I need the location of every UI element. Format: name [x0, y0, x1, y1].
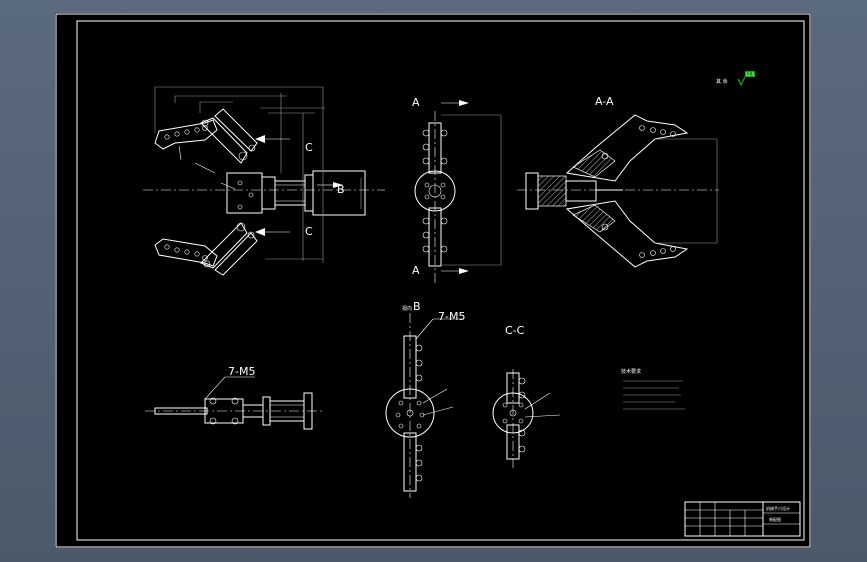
- section-c-top-label: C: [305, 141, 313, 154]
- technical-requirements: 技术要求: [621, 368, 685, 410]
- inner-frame: [76, 20, 805, 541]
- roughness-note: 其 余 12.5: [716, 71, 755, 87]
- side-elevation-view: 7-M5: [145, 365, 325, 430]
- section-aa-view: A-A: [517, 95, 719, 268]
- roughness-note-text: 其 余: [716, 78, 728, 85]
- view-b-title: B: [413, 300, 421, 313]
- view-b-marker: B: [337, 183, 345, 196]
- section-cc-view: C-C: [492, 324, 561, 468]
- drawing-sheet: C C B A A: [55, 13, 811, 548]
- section-a-bottom-label: A: [412, 264, 420, 277]
- roughness-value: 12.5: [746, 72, 755, 77]
- tech-requirements-title: 技术要求: [621, 368, 641, 375]
- outer-frame: [55, 13, 811, 548]
- drawing-name: 机械手爪设计: [766, 505, 790, 511]
- drawing-number: 装配图: [769, 516, 781, 522]
- title-block: 机械手爪设计 装配图: [684, 501, 801, 537]
- view-b: 视向 B 7-M5: [385, 300, 465, 498]
- section-aa-label: A-A: [595, 95, 614, 108]
- front-view: C C B: [143, 86, 385, 276]
- view-b-title-prefix: 视向: [402, 305, 412, 312]
- section-c-bottom-label: C: [305, 225, 313, 238]
- section-cc-label: C-C: [505, 324, 525, 337]
- side-view-a: A A: [412, 96, 502, 283]
- section-a-top-label: A: [412, 96, 420, 109]
- thread-callout-side-view: 7-M5: [228, 365, 255, 378]
- thread-callout-b-view: 7-M5: [438, 310, 465, 323]
- cad-drawing: C C B A A: [55, 13, 811, 548]
